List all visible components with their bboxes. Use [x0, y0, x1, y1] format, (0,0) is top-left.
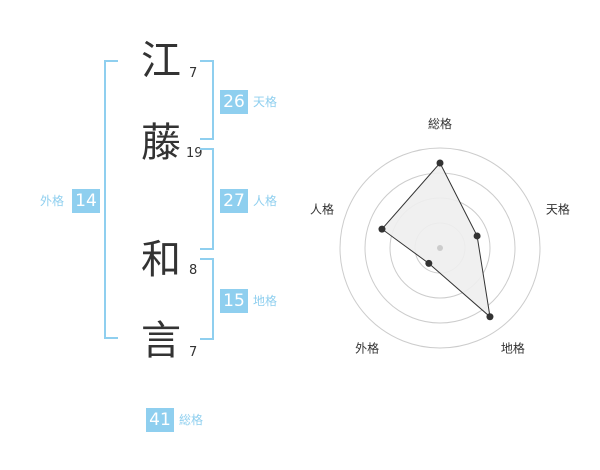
- radar-center: [437, 245, 443, 251]
- radar-axis-label-3: 地格: [501, 340, 525, 355]
- tenkaku-label: 天格: [253, 95, 278, 109]
- tenkaku-bracket: [200, 60, 214, 140]
- jinkaku-bracket: [200, 148, 214, 250]
- radar-point-2: [473, 232, 481, 240]
- stroke-count-4: 7: [189, 345, 198, 360]
- chikaku-bracket: [200, 258, 214, 340]
- name-char-1: 江: [141, 38, 181, 84]
- stroke-count-2: 19: [186, 146, 203, 161]
- gaikaku-label: 外格: [40, 194, 65, 208]
- radar-point-4: [425, 259, 433, 267]
- radar-point-5: [378, 225, 386, 233]
- jinkaku-label: 人格: [253, 194, 278, 208]
- radar-axis-label-5: 人格: [310, 202, 334, 217]
- name-char-3: 和: [141, 237, 181, 283]
- radar-axis-label-2: 天格: [546, 202, 570, 217]
- radar-point-1: [436, 159, 444, 167]
- chikaku-value: 15: [220, 289, 248, 313]
- chikaku-label: 地格: [253, 294, 278, 308]
- radar-axis-label-1: 総格: [428, 116, 452, 131]
- jinkaku-value: 27: [220, 189, 248, 213]
- radar-point-3: [486, 313, 494, 321]
- stroke-count-3: 8: [189, 263, 198, 278]
- radar-ring-4: [339, 147, 541, 349]
- gaikaku-value: 14: [72, 189, 100, 213]
- gaikaku-bracket: [104, 60, 118, 339]
- name-char-4: 言: [141, 318, 181, 364]
- name-char-2: 藤: [141, 120, 181, 166]
- soukaku-label: 総格: [179, 413, 204, 427]
- tenkaku-value: 26: [220, 90, 248, 114]
- stroke-count-1: 7: [189, 66, 198, 81]
- soukaku-value: 41: [146, 408, 174, 432]
- radar-axis-label-4: 外格: [355, 340, 379, 355]
- radar-area: [381, 162, 491, 319]
